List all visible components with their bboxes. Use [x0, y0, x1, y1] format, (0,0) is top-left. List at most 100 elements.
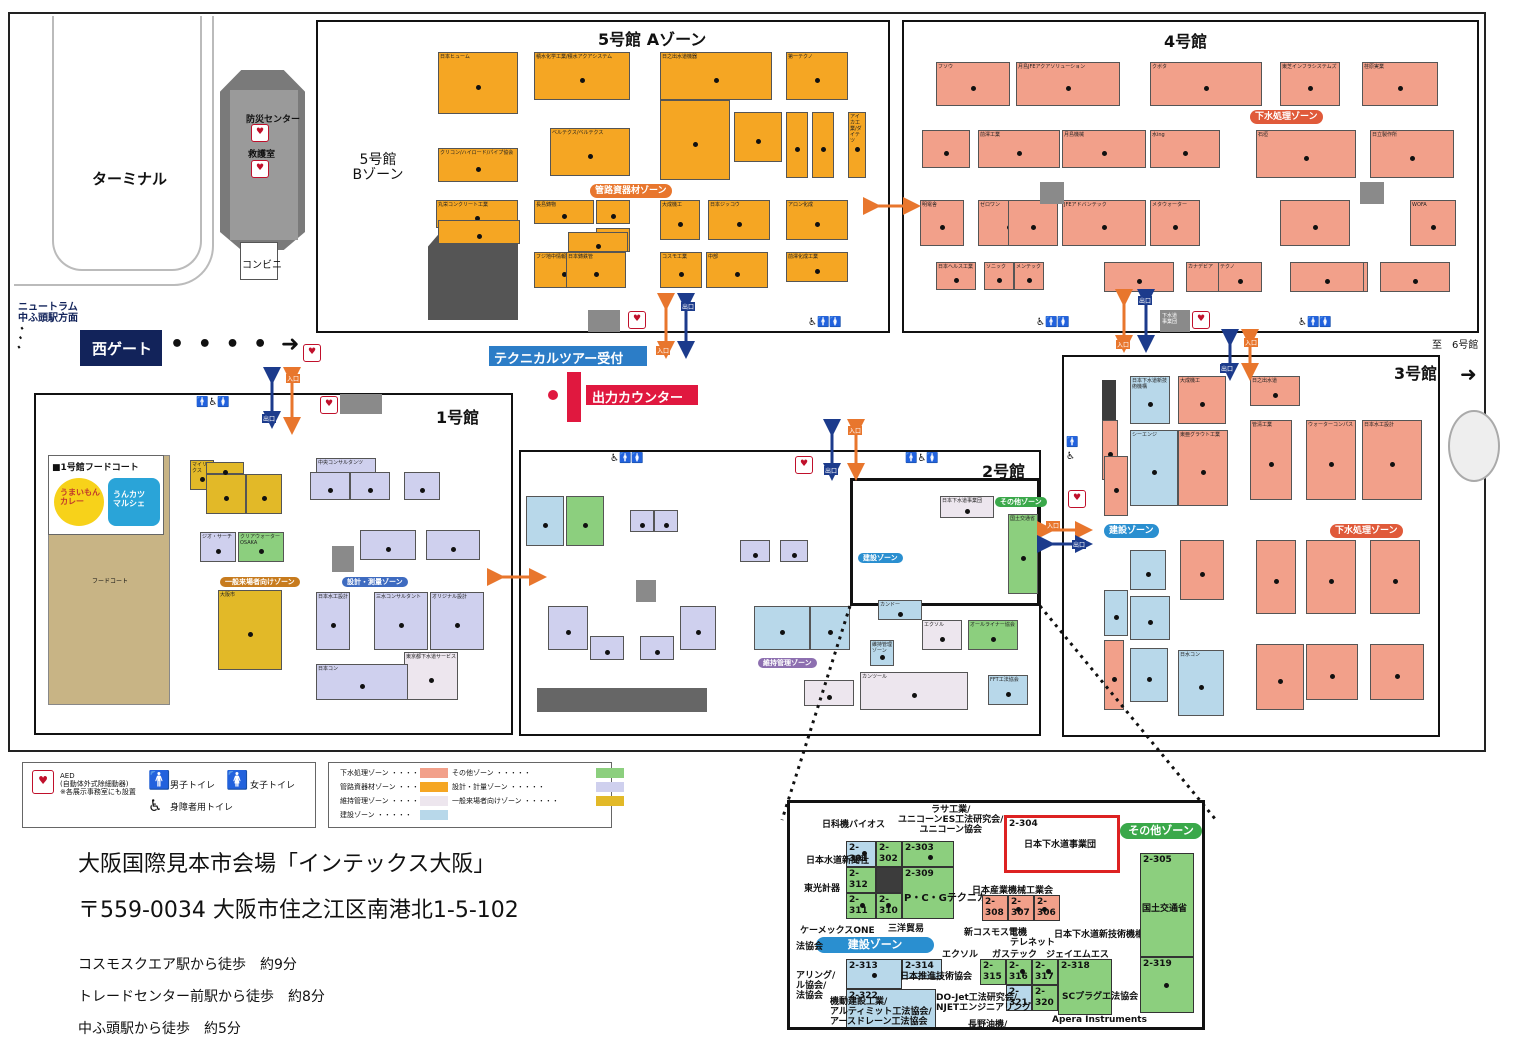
booth-2-307[interactable]: 2-307 [1008, 895, 1034, 921]
exhibitor-booth[interactable] [360, 530, 416, 560]
exhibitor-booth[interactable] [812, 112, 834, 178]
exhibitor-booth[interactable] [780, 540, 808, 562]
exhibitor-booth[interactable]: 日本ヒューム [438, 52, 518, 114]
exhibitor-booth[interactable]: テクノ [1218, 262, 1262, 292]
exhibitor-booth[interactable] [1290, 262, 1364, 292]
exhibitor-booth[interactable] [810, 606, 850, 650]
booth-2-315[interactable]: 2-315 [980, 959, 1006, 985]
exhibitor-booth[interactable]: 日本水工設計 [1362, 420, 1422, 500]
exhibitor-booth[interactable]: クリコン/ハイロード/パイプ協会 [438, 148, 518, 182]
exhibitor-booth[interactable]: 三水コンサルタント [374, 592, 428, 650]
exhibitor-booth[interactable] [1280, 200, 1350, 246]
exhibitor-booth[interactable]: 日水コン [1178, 650, 1224, 716]
exhibitor-booth[interactable]: ソニック [984, 262, 1014, 290]
exhibitor-booth[interactable]: アイカ工業/ダイテツ [848, 112, 866, 178]
exhibitor-booth[interactable]: フソウ [936, 62, 1010, 106]
exhibitor-booth[interactable] [1306, 540, 1356, 614]
booth-2-304[interactable]: 2-304 [1004, 815, 1120, 873]
booth-2-312[interactable]: 2-312 [846, 867, 876, 893]
exhibitor-booth[interactable]: 大成機工 [660, 200, 700, 240]
exhibitor-booth[interactable]: 日本水工設計 [316, 592, 350, 650]
exhibitor-booth[interactable] [590, 636, 624, 660]
booth-2-321[interactable]: 2-321 [1006, 985, 1032, 1011]
exhibitor-booth[interactable] [566, 496, 604, 546]
exhibitor-booth[interactable] [734, 112, 782, 162]
exhibitor-booth[interactable]: 月島JFEアクアソリューション [1016, 62, 1120, 106]
exhibitor-booth[interactable]: 日立製作所 [1370, 130, 1454, 178]
exhibitor-booth[interactable] [680, 606, 716, 650]
exhibitor-booth[interactable]: 水ing [1150, 130, 1220, 168]
exhibitor-booth[interactable] [654, 510, 678, 532]
exhibitor-booth[interactable]: 日本下水道新技術機構 [1130, 376, 1170, 424]
exhibitor-booth[interactable]: FFT工法協会 [988, 675, 1028, 705]
exhibitor-booth[interactable] [754, 606, 810, 650]
exhibitor-booth[interactable]: 大成機工 [1178, 376, 1226, 424]
booth-2-308[interactable]: 2-308 [982, 895, 1008, 921]
exhibitor-booth[interactable] [740, 540, 770, 562]
exhibitor-booth[interactable] [1130, 550, 1166, 590]
exhibitor-booth[interactable]: エクソル [922, 620, 962, 650]
exhibitor-booth[interactable]: 東芝インフラシステムズ [1280, 62, 1340, 106]
exhibitor-booth[interactable]: 日本下水道事業団 [940, 496, 994, 518]
exhibitor-booth[interactable]: 日本コン [316, 664, 408, 700]
booth-2-318[interactable]: 2-318 [1058, 959, 1112, 1015]
booth-2-305[interactable]: 2-305 [1140, 853, 1194, 957]
booth-2-302[interactable]: 2-302 [876, 841, 902, 867]
exhibitor-booth[interactable]: カンツール [860, 672, 968, 710]
exhibitor-booth[interactable]: ジオ・サーチ [200, 532, 236, 562]
exhibitor-booth[interactable] [1256, 540, 1296, 614]
exhibitor-booth[interactable] [438, 220, 520, 244]
exhibitor-booth[interactable] [206, 474, 246, 514]
exhibitor-booth[interactable]: 維持管理ゾーン [870, 640, 894, 666]
exhibitor-booth[interactable]: カンドー [878, 600, 922, 620]
exhibitor-booth[interactable]: ウォーターコンパス [1306, 420, 1356, 500]
exhibitor-booth[interactable]: 日本ジッコウ [708, 200, 770, 240]
exhibitor-booth[interactable] [426, 530, 480, 560]
booth-2-310[interactable]: 2-310 [876, 893, 902, 919]
exhibitor-booth[interactable] [1104, 640, 1124, 710]
exhibitor-booth[interactable]: 長島鋳物 [534, 200, 594, 224]
exhibitor-booth[interactable] [404, 472, 440, 500]
booth-2-317[interactable]: 2-317 [1032, 959, 1058, 985]
exhibitor-booth[interactable]: 月島機械 [1062, 130, 1146, 168]
exhibitor-booth[interactable] [526, 496, 564, 546]
exhibitor-booth[interactable] [1130, 596, 1170, 640]
exhibitor-booth[interactable]: 大阪市 [218, 590, 282, 670]
exhibitor-booth[interactable] [922, 130, 970, 168]
exhibitor-booth[interactable]: 中部 [706, 252, 768, 288]
exhibitor-booth[interactable]: コスモ工業 [660, 252, 702, 288]
booth-2-306[interactable]: 2-306 [1034, 895, 1060, 921]
exhibitor-booth[interactable]: メタウォーター [1150, 200, 1200, 246]
exhibitor-booth[interactable]: 前澤工業 [978, 130, 1060, 168]
exhibitor-booth[interactable]: 明電舎 [920, 200, 964, 246]
exhibitor-booth[interactable] [1008, 200, 1058, 246]
booth-2-320[interactable]: 2-320 [1032, 985, 1058, 1011]
exhibitor-booth[interactable] [1380, 262, 1450, 292]
exhibitor-booth[interactable]: 国土交通省 [1008, 514, 1038, 594]
exhibitor-booth[interactable] [640, 636, 674, 660]
exhibitor-booth[interactable] [1370, 540, 1420, 614]
exhibitor-booth[interactable] [1306, 644, 1358, 700]
exhibitor-booth[interactable] [350, 472, 390, 500]
exhibitor-booth[interactable]: シーエンジ [1130, 430, 1178, 506]
exhibitor-booth[interactable] [804, 680, 854, 706]
exhibitor-booth[interactable] [630, 510, 654, 532]
exhibitor-booth[interactable]: 石垣 [1256, 130, 1356, 178]
exhibitor-booth[interactable] [1130, 648, 1168, 702]
exhibitor-booth[interactable] [548, 606, 588, 650]
exhibitor-booth[interactable]: クボタ [1150, 62, 1262, 106]
exhibitor-booth[interactable]: 前澤化成工業 [786, 252, 848, 282]
exhibitor-booth[interactable]: 積水化学工業/積水アクアシステム [534, 52, 630, 100]
exhibitor-booth[interactable]: オールライナー協会 [968, 620, 1018, 650]
exhibitor-booth[interactable]: ベルテクス/ベルテクス [550, 128, 630, 176]
exhibitor-booth[interactable]: オリジナル設計 [430, 592, 484, 650]
booth-2-303[interactable]: 2-303 [902, 841, 954, 867]
exhibitor-booth[interactable] [568, 232, 628, 252]
exhibitor-booth[interactable]: 管清工業 [1250, 420, 1292, 500]
exhibitor-booth[interactable]: JFEアドバンテック [1062, 200, 1146, 246]
exhibitor-booth[interactable] [786, 112, 808, 178]
exhibitor-booth[interactable] [1104, 456, 1128, 516]
booth-2-322[interactable]: 2-322 [846, 989, 936, 1027]
booth-2-316[interactable]: 2-316 [1006, 959, 1032, 985]
exhibitor-booth[interactable]: メンテック [1014, 262, 1044, 290]
